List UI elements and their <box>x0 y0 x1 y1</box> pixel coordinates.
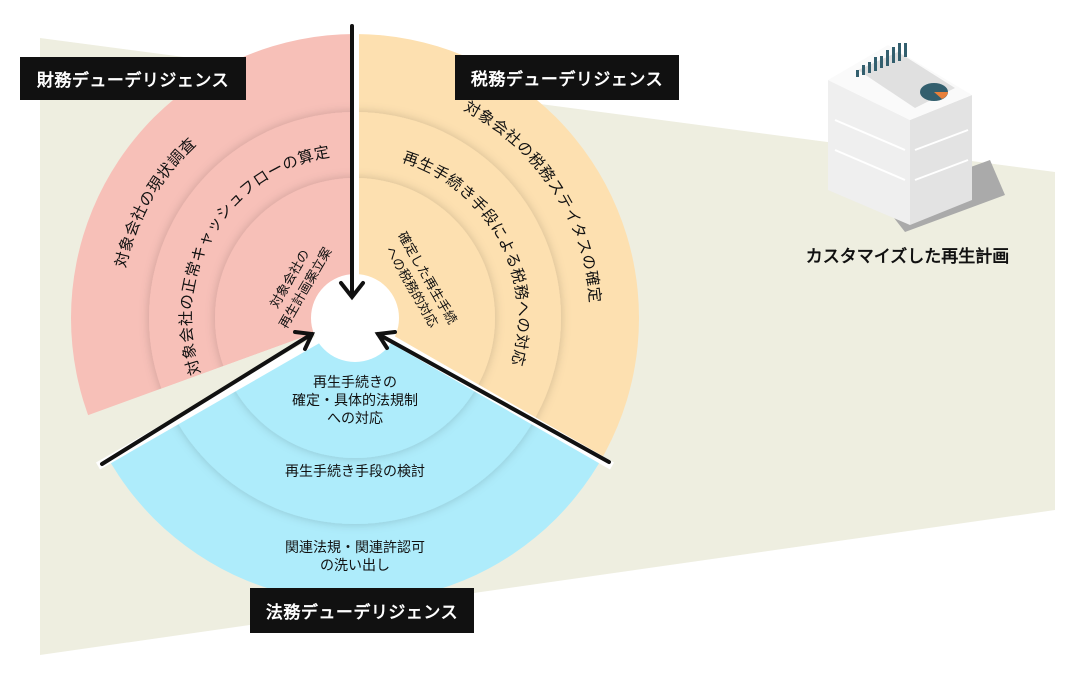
document-stack-icon <box>828 43 1005 232</box>
legal-outer-line: の洗い出し <box>320 558 390 574</box>
legal-sector <box>71 318 639 602</box>
result-caption: カスタマイズした再生計画 <box>805 247 1010 267</box>
financial-dd-label: 財務デューデリジェンス <box>20 57 246 100</box>
legal-inner-line: への対応 <box>327 411 383 427</box>
legal-inner-line: 確定・具体的法規制 <box>292 393 418 409</box>
legal-inner-line: 再生手続きの <box>313 375 397 391</box>
legal-middle-text: 再生手続き手段の検討 <box>285 464 425 480</box>
legal-dd-label: 法務デューデリジェンス <box>250 588 474 633</box>
arrow-from-financial <box>339 24 365 301</box>
legal-outer-text: 関連法規・関連許認可 の洗い出し <box>225 539 485 575</box>
tax-dd-label: 税務デューデリジェンス <box>455 55 679 100</box>
arrow-from-legal-right <box>374 330 611 464</box>
legal-outer-line: 関連法規・関連許認可 <box>285 540 425 556</box>
legal-inner-text: 再生手続きの 確定・具体的法規制 への対応 <box>255 374 455 428</box>
arrow-from-legal-left <box>100 330 315 466</box>
